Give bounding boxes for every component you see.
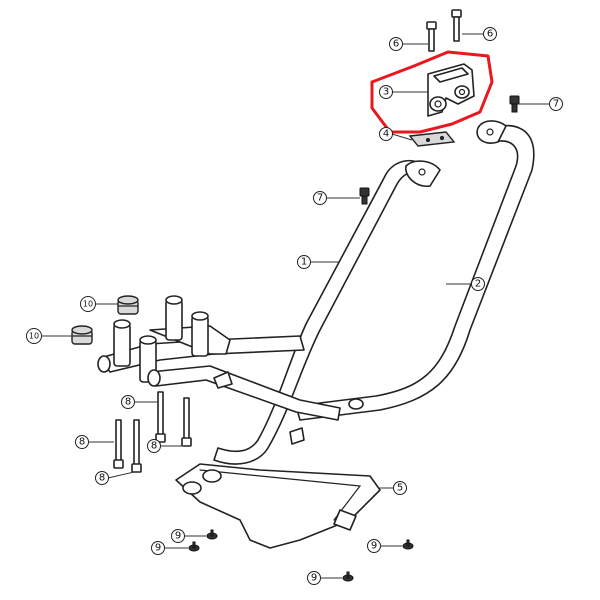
svg-text:8: 8 xyxy=(79,437,85,448)
svg-text:3: 3 xyxy=(383,87,389,98)
part-5-skid-plate xyxy=(175,463,381,549)
callout-5: 5 xyxy=(393,481,407,495)
plug-upper xyxy=(117,295,139,315)
callout-8: 8 xyxy=(121,395,135,409)
part-2-rear-tube xyxy=(295,120,535,421)
svg-text:9: 9 xyxy=(175,531,181,542)
svg-text:8: 8 xyxy=(125,397,131,408)
svg-text:2: 2 xyxy=(475,279,481,290)
svg-text:4: 4 xyxy=(383,129,389,140)
svg-text:6: 6 xyxy=(393,39,399,50)
callout-8: 8 xyxy=(95,471,109,485)
svg-text:7: 7 xyxy=(553,99,559,110)
part-3-bracket xyxy=(427,63,475,117)
callout-8: 8 xyxy=(147,439,161,453)
part-7-bolts xyxy=(359,95,520,205)
svg-text:9: 9 xyxy=(155,543,161,554)
part-6-bolts xyxy=(426,9,462,52)
callout-4: 4 xyxy=(379,127,393,141)
part-4-plate xyxy=(408,131,456,147)
callout-3: 3 xyxy=(379,85,393,99)
svg-text:10: 10 xyxy=(83,300,93,309)
callout-7: 7 xyxy=(549,97,563,111)
callout-10: 10 xyxy=(26,328,42,344)
lower-manifold xyxy=(97,295,341,421)
plug-lower xyxy=(71,325,93,345)
callout-6: 6 xyxy=(483,27,497,41)
callout-9: 9 xyxy=(171,529,185,543)
callout-2: 2 xyxy=(471,277,485,291)
callout-7: 7 xyxy=(313,191,327,205)
part-10-plugs xyxy=(71,295,139,345)
svg-text:10: 10 xyxy=(29,332,39,341)
svg-text:7: 7 xyxy=(317,193,323,204)
callout-9: 9 xyxy=(367,539,381,553)
callout-6: 6 xyxy=(389,37,403,51)
svg-text:1: 1 xyxy=(301,257,307,268)
callout-8: 8 xyxy=(75,435,89,449)
svg-text:9: 9 xyxy=(311,573,317,584)
svg-text:6: 6 xyxy=(487,29,493,40)
svg-text:8: 8 xyxy=(151,441,157,452)
part-8-bolts xyxy=(113,391,192,473)
part-9-screws xyxy=(188,529,414,582)
leader-lines xyxy=(42,33,550,579)
callout-1: 1 xyxy=(297,255,311,269)
callout-9: 9 xyxy=(151,541,165,555)
callout-9: 9 xyxy=(307,571,321,585)
svg-text:5: 5 xyxy=(397,483,403,494)
svg-text:8: 8 xyxy=(99,473,105,484)
callouts: 6 6 3 7 4 7 1 2 10 10 8 8 8 8 5 9 9 9 9 xyxy=(26,27,563,585)
part-1-front-tube xyxy=(213,159,441,465)
svg-text:9: 9 xyxy=(371,541,377,552)
callout-10: 10 xyxy=(80,296,96,312)
highlight-outline xyxy=(370,50,494,134)
